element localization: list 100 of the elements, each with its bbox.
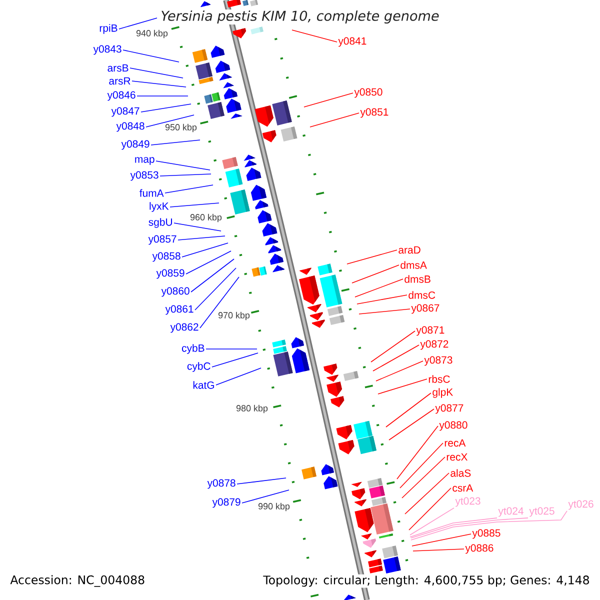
leader-line [358, 308, 410, 314]
gene-label: y0860 [161, 287, 190, 297]
gene-label: fumA [140, 189, 164, 197]
gene-label: arsB [108, 64, 128, 72]
leader-line [310, 112, 360, 128]
leader-line [388, 408, 434, 440]
leader-line [292, 30, 338, 42]
leader-line [164, 184, 214, 194]
leader-line [404, 472, 450, 514]
gene-label: y0853 [130, 171, 158, 181]
leader-line [408, 488, 452, 530]
leader-line [346, 250, 398, 264]
scale-label: 960 kbp [190, 214, 222, 222]
gene-label: y0862 [170, 323, 198, 333]
leader-line [376, 360, 424, 382]
gene-label: dmsA [400, 261, 427, 269]
leader-line [410, 518, 498, 538]
leader-line [194, 268, 236, 310]
scale-label: 950 kbp [165, 124, 197, 132]
gene-label: rbsC [428, 375, 450, 383]
leader-line [410, 510, 568, 540]
gene-label: dmsC [408, 291, 436, 299]
leader-line [410, 508, 454, 536]
leader-line [146, 114, 194, 128]
gene-label: y0872 [420, 340, 448, 350]
leader-line [412, 534, 472, 546]
gene-label: y0871 [416, 326, 444, 336]
leader-line [242, 490, 290, 504]
gene-label: yt023 [455, 497, 480, 507]
gene-label: y0851 [360, 108, 388, 118]
leader-line [160, 174, 212, 176]
leader-line [156, 160, 210, 170]
gene-label: y0886 [465, 544, 494, 554]
gene-label: yt024 [498, 507, 524, 517]
gene-label: katG [193, 381, 214, 389]
gene-label: y0848 [116, 122, 144, 132]
gene-label: y0849 [121, 140, 150, 150]
leader-line [396, 426, 438, 480]
gene-label: y0861 [165, 305, 194, 315]
gene-label: y0841 [338, 37, 366, 47]
scale-label: 990 kbp [258, 502, 290, 512]
leader-line [370, 330, 416, 362]
gene-label: y0885 [472, 529, 500, 539]
gene-label: y0879 [212, 498, 240, 508]
gene-label: dmsB [404, 275, 430, 283]
leader-line [118, 18, 158, 30]
scale-label: 970 kbp [218, 312, 250, 320]
gene-label: y0878 [207, 479, 236, 489]
gene-label: rpiB [100, 24, 118, 34]
leader-line [122, 50, 180, 62]
leader-line [130, 68, 184, 78]
leader-line [186, 250, 232, 274]
gene-label: csrA [452, 484, 474, 492]
gene-label: cybC [187, 362, 210, 372]
gene-label: araD [398, 246, 420, 254]
gene-label: y0859 [156, 269, 184, 279]
leader-line [352, 264, 400, 284]
leader-line [378, 378, 428, 394]
leader-line [200, 276, 240, 328]
leader-line [216, 368, 262, 386]
leader-line [178, 236, 226, 240]
leader-line [190, 258, 234, 292]
leader-line [150, 140, 200, 146]
title: Yersinia pestis KIM 10, complete genome [160, 9, 440, 25]
scale-label: 940 kbp [136, 30, 168, 38]
leader-line [132, 80, 186, 88]
gene-label: y0873 [424, 356, 452, 366]
gene-label: y0858 [152, 252, 180, 262]
leader-line [212, 352, 258, 368]
gene-label: recX [446, 453, 468, 461]
leader-line [386, 392, 432, 428]
leader-line [402, 456, 446, 498]
accession-text: Accession: NC_004088 [9, 574, 146, 588]
leader-line [356, 294, 408, 304]
gene-label: recA [444, 439, 466, 447]
gene-label: map [135, 157, 154, 165]
gene-label: y0850 [354, 88, 382, 98]
leader-line [140, 104, 192, 112]
leader-line [304, 92, 354, 108]
gene-label: cybB [182, 344, 204, 354]
leader-line [170, 202, 220, 208]
leader-line [400, 442, 444, 488]
leader-line [206, 348, 258, 350]
leader-line [412, 548, 464, 552]
genome-stats-text: Topology: circular; Length: 4,600,755 bp; Genes: 4,148 [262, 574, 591, 588]
gene-label: lyxK [150, 202, 169, 212]
gene-label: y0857 [148, 235, 176, 245]
gene-label: sgbU [148, 218, 172, 228]
gene-label: y0877 [435, 404, 464, 414]
gene-label: y0880 [439, 421, 468, 431]
gene-label: alaS [450, 469, 471, 477]
gene-label: yt026 [568, 500, 594, 510]
gene-label: arsR [109, 77, 130, 85]
gene-label: glpK [432, 388, 454, 398]
leader-line [372, 344, 420, 372]
gene-label: y0843 [93, 45, 122, 55]
leader-line [182, 242, 228, 258]
leader-line [236, 478, 286, 484]
gene-label: y0846 [107, 91, 136, 101]
gene-label: yt025 [529, 507, 554, 517]
